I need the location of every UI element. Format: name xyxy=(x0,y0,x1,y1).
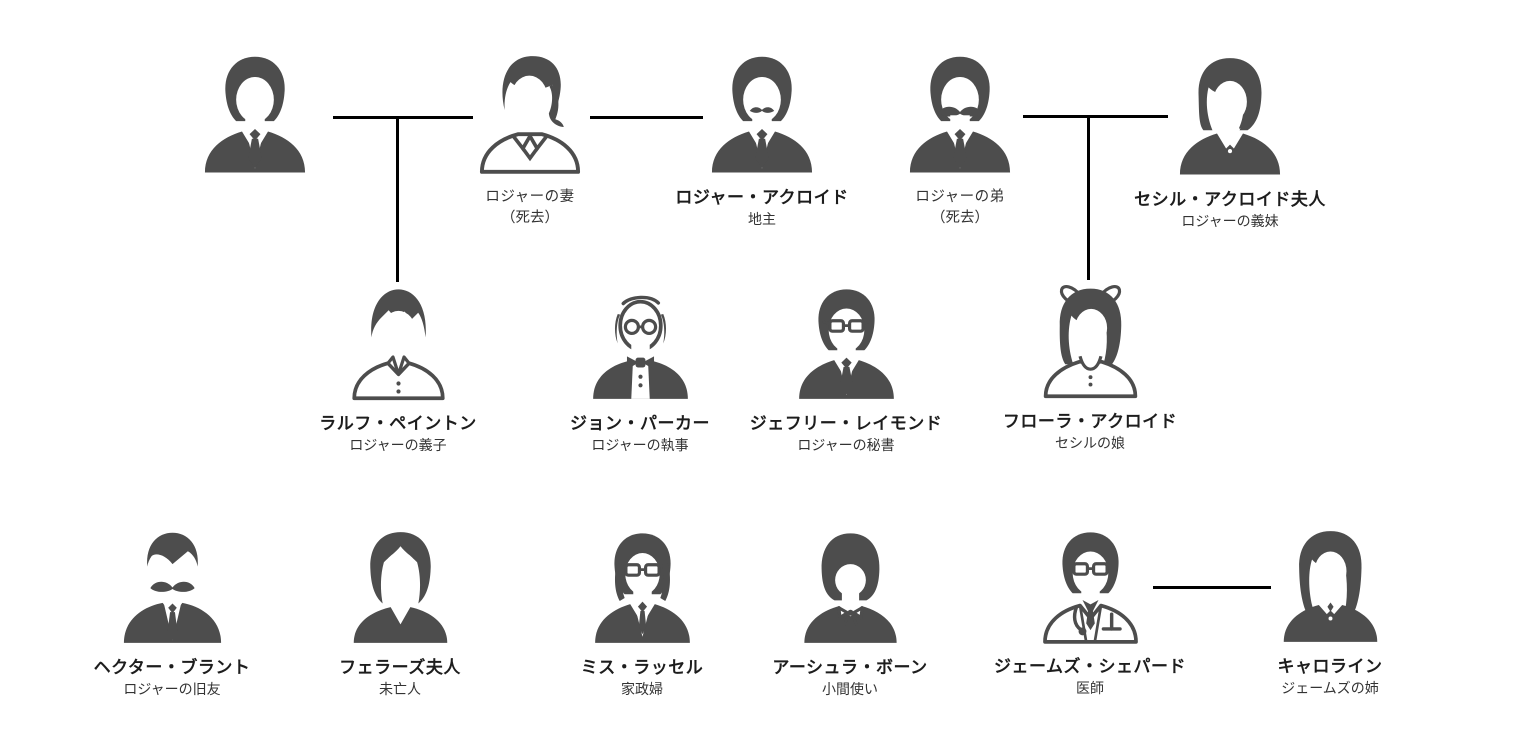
person-rogers-brother: ロジャーの弟 （死去） xyxy=(845,49,1075,228)
butler-round-glasses-icon xyxy=(592,295,688,399)
person-role: （死去） xyxy=(931,210,989,226)
person-role: セシルの娘 xyxy=(1055,435,1125,451)
glasses-woman-suit-icon xyxy=(594,533,690,643)
person-miss-russell: ミス・ラッセル 家政婦 xyxy=(527,526,757,699)
person-role: ロジャーの執事 xyxy=(591,437,689,453)
person-rogers-wife: ロジャーの妻 （死去） xyxy=(415,49,645,228)
person-ursula-bourne: アーシュラ・ボーン 小間使い xyxy=(735,526,965,699)
person-cecil-ackroyd: セシル・アクロイド夫人 ロジャーの義妹 xyxy=(1115,51,1345,231)
man-suit-icon xyxy=(204,56,306,173)
glasses-man-suit-icon xyxy=(798,289,894,399)
person-role: 未亡人 xyxy=(379,681,421,697)
mustache-man-icon xyxy=(711,56,813,173)
long-hair-woman-dress-icon xyxy=(353,532,447,643)
woman-wavy-hair-icon xyxy=(479,56,581,174)
person-first-husband xyxy=(140,49,370,179)
person-geoffrey-raymond: ジェフリー・レイモンド ロジャーの秘書 xyxy=(731,282,961,455)
person-name: キャロライン xyxy=(1277,657,1383,676)
big-mustache-man-icon xyxy=(909,56,1011,173)
person-name: ロジャーの妻 xyxy=(485,189,575,205)
person-name: フローラ・アクロイド xyxy=(1002,412,1178,431)
person-name: ヘクター・ブラント xyxy=(93,658,251,677)
person-name: ラルフ・ペイントン xyxy=(319,414,477,433)
child-line-to-flora xyxy=(1087,115,1090,280)
person-role: 地主 xyxy=(748,211,776,227)
person-name: セシル・アクロイド夫人 xyxy=(1134,190,1326,209)
girl-ribbon-long-hair-icon xyxy=(1043,285,1137,399)
child-line-to-ralph xyxy=(396,116,399,282)
person-name: ジェームズ・シェパード xyxy=(994,657,1186,676)
person-caroline: キャロライン ジェームズの姉 xyxy=(1215,525,1445,698)
person-ralph-paton: ラルフ・ペイントン ロジャーの義子 xyxy=(283,282,513,455)
person-flora-ackroyd: フローラ・アクロイド セシルの娘 xyxy=(975,280,1205,453)
young-man-shirt-icon xyxy=(351,289,445,401)
person-john-parker: ジョン・パーカー ロジャーの執事 xyxy=(525,282,755,455)
long-hair-collar-woman-icon xyxy=(1283,531,1377,642)
person-name: フェラーズ夫人 xyxy=(339,658,461,677)
person-name: アーシュラ・ボーン xyxy=(772,658,928,677)
person-name: ジョン・パーカー xyxy=(570,414,710,433)
person-role: ロジャーの旧友 xyxy=(123,681,221,697)
person-name: ロジャーの弟 xyxy=(915,189,1005,205)
person-role: （死去） xyxy=(501,210,559,226)
marriage-line-brother-cecil xyxy=(1023,115,1168,118)
person-role: ジェームズの姉 xyxy=(1281,680,1379,696)
person-roger-ackroyd: ロジャー・アクロイド 地主 xyxy=(647,49,877,229)
sibling-line-sheppard-caroline xyxy=(1153,586,1271,589)
person-name: ロジャー・アクロイド xyxy=(675,188,849,207)
person-role: 小間使い xyxy=(822,681,878,697)
person-role: ロジャーの秘書 xyxy=(797,437,895,453)
bob-hair-woman-icon xyxy=(1179,58,1281,175)
doctor-white-coat-icon xyxy=(1042,532,1138,644)
person-role: 医師 xyxy=(1076,680,1104,696)
marriage-line-wife-roger xyxy=(590,116,703,119)
marriage-line-first-husband-wife xyxy=(333,116,473,119)
person-role: ロジャーの義妹 xyxy=(1181,213,1279,229)
person-role: 家政婦 xyxy=(621,681,663,697)
bald-mustache-man-icon xyxy=(123,532,221,643)
person-james-sheppard: ジェームズ・シェパード 医師 xyxy=(975,525,1205,698)
person-role: ロジャーの義子 xyxy=(349,437,447,453)
person-mrs-ferrars: フェラーズ夫人 未亡人 xyxy=(285,526,515,699)
person-name: ミス・ラッセル xyxy=(580,658,704,677)
person-name: ジェフリー・レイモンド xyxy=(749,414,943,433)
person-hector-blunt: ヘクター・ブラント ロジャーの旧友 xyxy=(57,526,287,699)
bob-fringe-ribbon-woman-icon xyxy=(803,533,897,643)
